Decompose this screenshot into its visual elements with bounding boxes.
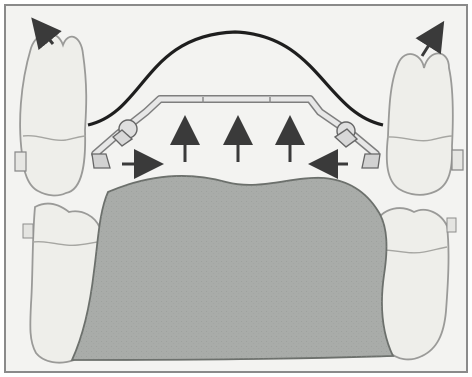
palatal-tissue-texture — [72, 176, 393, 360]
